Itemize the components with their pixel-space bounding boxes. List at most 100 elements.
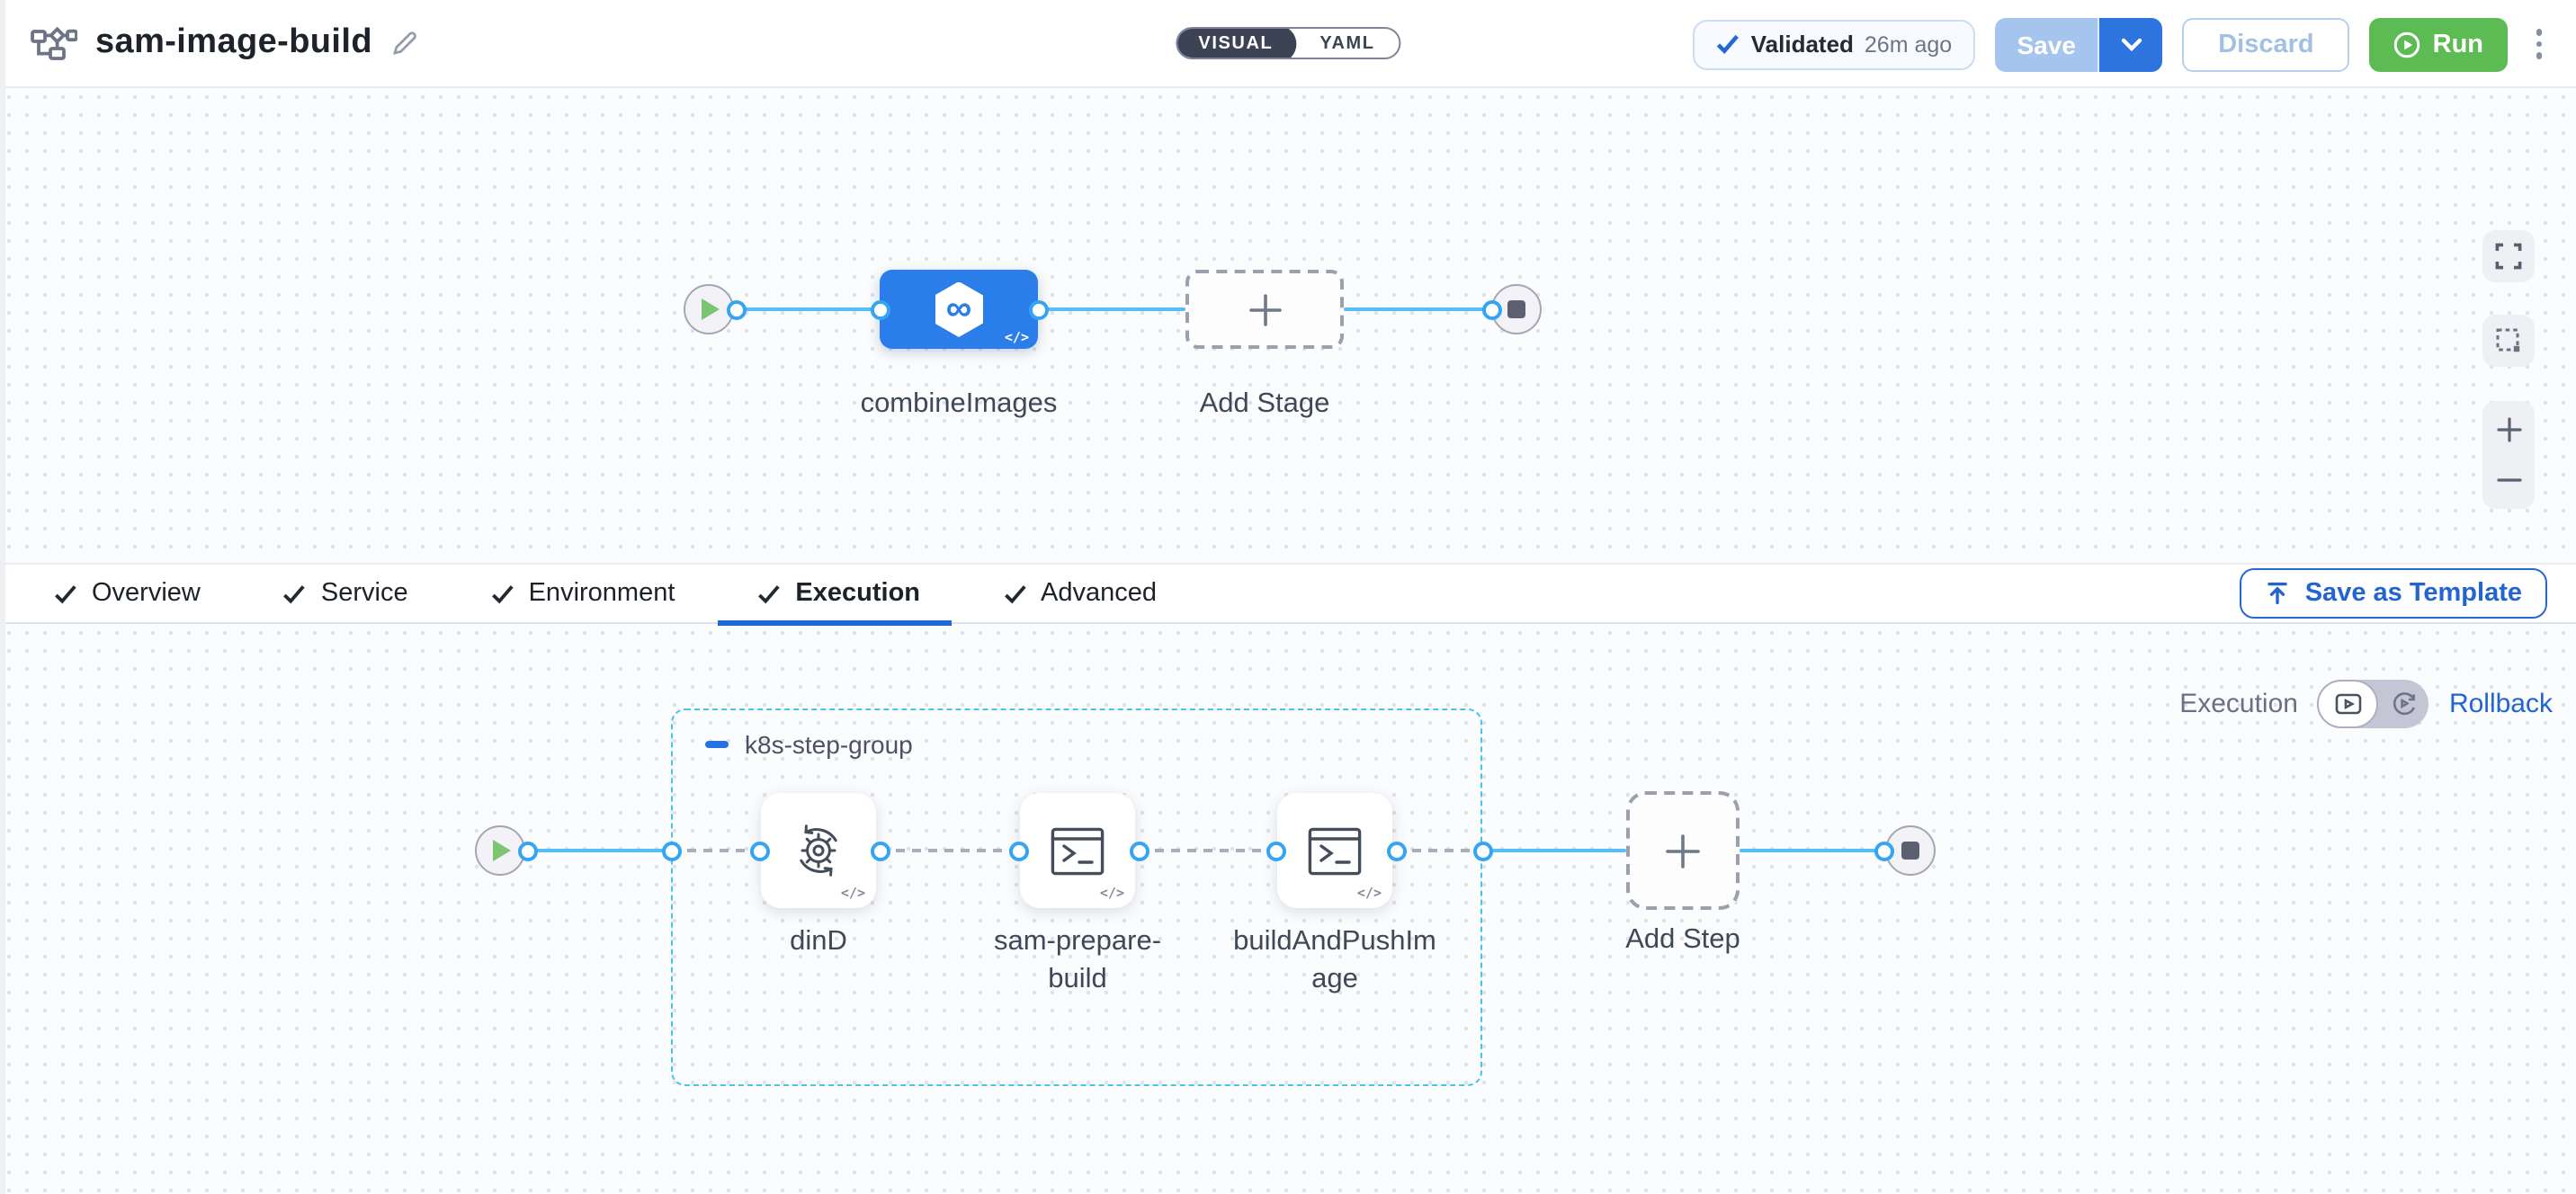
zoom-out-icon[interactable] xyxy=(2496,468,2521,493)
pipeline-icon xyxy=(31,23,77,63)
page-title: sam-image-build xyxy=(95,23,372,61)
service-gear-icon xyxy=(800,824,837,877)
connector-dashed xyxy=(880,848,1018,853)
validated-badge[interactable]: Validated 26m ago xyxy=(1693,19,1976,69)
port[interactable] xyxy=(1008,841,1028,860)
stage-canvas[interactable]: ∞ </> combineImages Add Stage xyxy=(0,88,2576,563)
fit-to-screen-button[interactable] xyxy=(2482,230,2535,282)
execution-start-node xyxy=(475,825,525,876)
port[interactable] xyxy=(1874,841,1893,860)
step-name-label[interactable]: buildAndPushImage xyxy=(1233,926,1436,995)
rollback-icon xyxy=(2393,692,2415,716)
save-options-button[interactable] xyxy=(2097,17,2163,71)
tab-environment[interactable]: Environment xyxy=(491,563,675,624)
zoom-controls xyxy=(2482,401,2535,509)
step-name-label[interactable]: sam-prepare-build xyxy=(993,926,1162,995)
validated-time: 26m ago xyxy=(1864,31,1953,57)
execution-mode-row: Execution Rollback xyxy=(2179,680,2553,728)
port[interactable] xyxy=(870,299,890,319)
port[interactable] xyxy=(661,841,681,860)
execution-icon xyxy=(2335,693,2362,715)
execution-canvas[interactable]: Execution Rollback xyxy=(0,624,2576,1194)
plus-icon xyxy=(1248,293,1281,325)
tab-advanced[interactable]: Advanced xyxy=(1003,563,1157,624)
stage-name-label[interactable]: combineImages xyxy=(860,388,1058,419)
save-split-button: Save xyxy=(1995,17,2163,71)
save-as-template-label: Save as Template xyxy=(2304,579,2522,608)
port[interactable] xyxy=(1266,841,1285,860)
check-icon xyxy=(491,584,514,603)
execution-rollback-switch[interactable] xyxy=(2317,680,2429,728)
step-group-k8s[interactable]: k8s-step-group xyxy=(671,708,1482,1086)
play-icon xyxy=(493,840,511,861)
add-stage-label[interactable]: Add Stage xyxy=(1199,388,1330,419)
connector-dashed xyxy=(1396,848,1482,853)
tab-execution[interactable]: Execution xyxy=(718,563,952,626)
step-group-header: k8s-step-group xyxy=(705,730,913,759)
code-tag-icon: </> xyxy=(840,885,865,901)
terminal-icon xyxy=(1051,826,1105,875)
step-card-dind[interactable]: </> xyxy=(761,793,876,908)
check-icon xyxy=(1717,34,1740,54)
save-as-template-button[interactable]: Save as Template xyxy=(2240,568,2547,619)
tab-label: Environment xyxy=(528,579,675,608)
tab-label: Service xyxy=(320,579,408,608)
edit-title-icon[interactable] xyxy=(390,29,419,58)
pipeline-start-node xyxy=(684,284,734,334)
execution-mode-knob xyxy=(2317,680,2379,728)
select-area-button[interactable] xyxy=(2482,315,2535,367)
stop-icon xyxy=(1507,299,1526,319)
port[interactable] xyxy=(1129,841,1149,860)
toggle-visual[interactable]: VISUAL xyxy=(1177,29,1297,58)
port[interactable] xyxy=(749,841,769,860)
tab-service[interactable]: Service xyxy=(283,563,408,624)
run-label: Run xyxy=(2432,30,2483,58)
port[interactable] xyxy=(726,299,746,319)
step-group-name: k8s-step-group xyxy=(745,730,913,759)
terminal-icon xyxy=(1308,826,1362,875)
play-icon xyxy=(702,298,720,320)
check-icon xyxy=(1004,584,1025,603)
toggle-yaml[interactable]: YAML xyxy=(1319,33,1375,53)
validated-label: Validated xyxy=(1750,31,1854,58)
port[interactable] xyxy=(1028,299,1048,319)
connector-dashed xyxy=(1139,848,1275,853)
save-button[interactable]: Save xyxy=(1995,17,2098,71)
plus-icon xyxy=(1666,833,1700,868)
connector xyxy=(1344,307,1491,312)
check-icon xyxy=(55,584,76,603)
connector xyxy=(1038,307,1185,312)
add-step-label[interactable]: Add Step xyxy=(1625,924,1740,955)
header-left: sam-image-build xyxy=(0,23,419,63)
step-card-sam-prepare-build[interactable]: </> xyxy=(1020,793,1135,908)
visual-yaml-toggle: VISUAL YAML xyxy=(1176,27,1400,59)
tab-label: Overview xyxy=(92,579,201,608)
more-options-icon[interactable] xyxy=(2527,22,2551,67)
config-tabbar: Overview Service Environment Execution A… xyxy=(0,563,2576,626)
port[interactable] xyxy=(517,841,537,860)
tab-label: Advanced xyxy=(1041,579,1157,608)
upload-icon xyxy=(2268,582,2288,605)
rollback-link[interactable]: Rollback xyxy=(2448,689,2553,719)
header: sam-image-build VISUAL YAML Validated 26… xyxy=(0,0,2576,88)
run-button[interactable]: Run xyxy=(2369,17,2507,71)
stage-card-combineimages[interactable]: ∞ </> xyxy=(880,270,1038,349)
step-card-buildandpushimage[interactable]: </> xyxy=(1277,793,1392,908)
tab-overview[interactable]: Overview xyxy=(54,563,201,624)
add-step-button[interactable] xyxy=(1626,791,1740,910)
connector xyxy=(736,307,880,312)
connector xyxy=(1740,848,1883,853)
add-stage-button[interactable] xyxy=(1185,270,1344,349)
port[interactable] xyxy=(870,841,890,860)
zoom-in-icon[interactable] xyxy=(2496,417,2521,442)
port[interactable] xyxy=(1472,841,1492,860)
step-name-label[interactable]: dinD xyxy=(790,926,847,957)
collapse-group-icon[interactable] xyxy=(705,741,729,748)
execution-mode-label: Execution xyxy=(2179,689,2298,719)
port[interactable] xyxy=(1386,841,1406,860)
discard-button[interactable]: Discard xyxy=(2182,17,2350,71)
port[interactable] xyxy=(1481,299,1501,319)
check-icon xyxy=(758,584,781,603)
code-tag-icon: </> xyxy=(1099,885,1124,901)
